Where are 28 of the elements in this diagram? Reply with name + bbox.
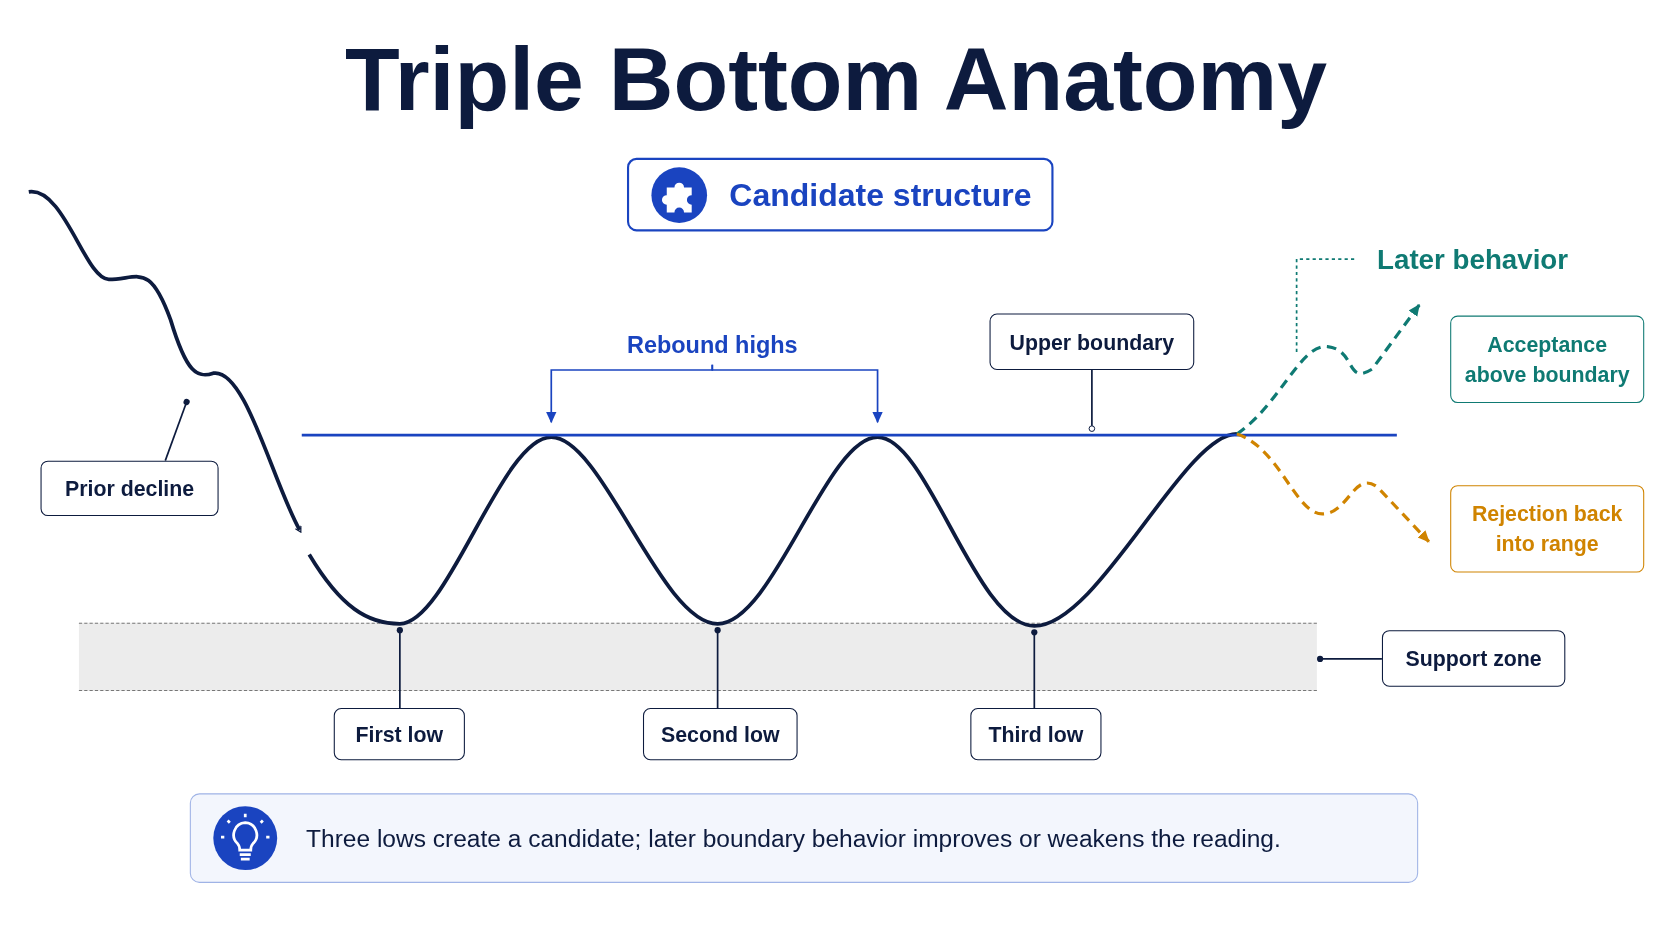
dashed-arrow — [1235, 304, 1421, 436]
tip-box — [189, 793, 1419, 883]
label-box: Third low — [970, 708, 1102, 761]
title: Triple Bottom Anatomy — [344, 29, 1328, 129]
dashed-arrow — [1236, 432, 1430, 543]
badge-label: Candidate structure — [729, 175, 1032, 214]
leader-line — [1316, 655, 1383, 663]
tip-text: Three lows create a candidate; later boundary behavior improves or weakens the reading. — [306, 823, 1281, 854]
leader-line — [1031, 629, 1038, 709]
label-box: Rejection back into range — [1450, 485, 1645, 573]
header-badge — [627, 157, 1054, 232]
label-box: First low — [333, 708, 465, 761]
label-box: Prior decline — [40, 460, 219, 517]
leader-line — [396, 627, 403, 709]
resistance-line — [301, 433, 1397, 437]
leader-line — [164, 398, 190, 462]
leader-line — [714, 627, 721, 709]
callout-text: Later behavior — [1360, 236, 1585, 282]
label-box: Support zone — [1381, 630, 1566, 687]
label-box: Upper boundary — [989, 313, 1195, 370]
leader-line — [1295, 258, 1356, 353]
bracket-arrow — [711, 363, 883, 424]
callout-text: Rebound highs — [618, 326, 807, 365]
support-zone-band — [78, 622, 1317, 691]
label-box: Acceptance above boundary — [1450, 315, 1645, 404]
label-box: Second low — [643, 708, 798, 761]
leader-line — [1088, 369, 1096, 432]
price-curve — [307, 432, 1238, 628]
